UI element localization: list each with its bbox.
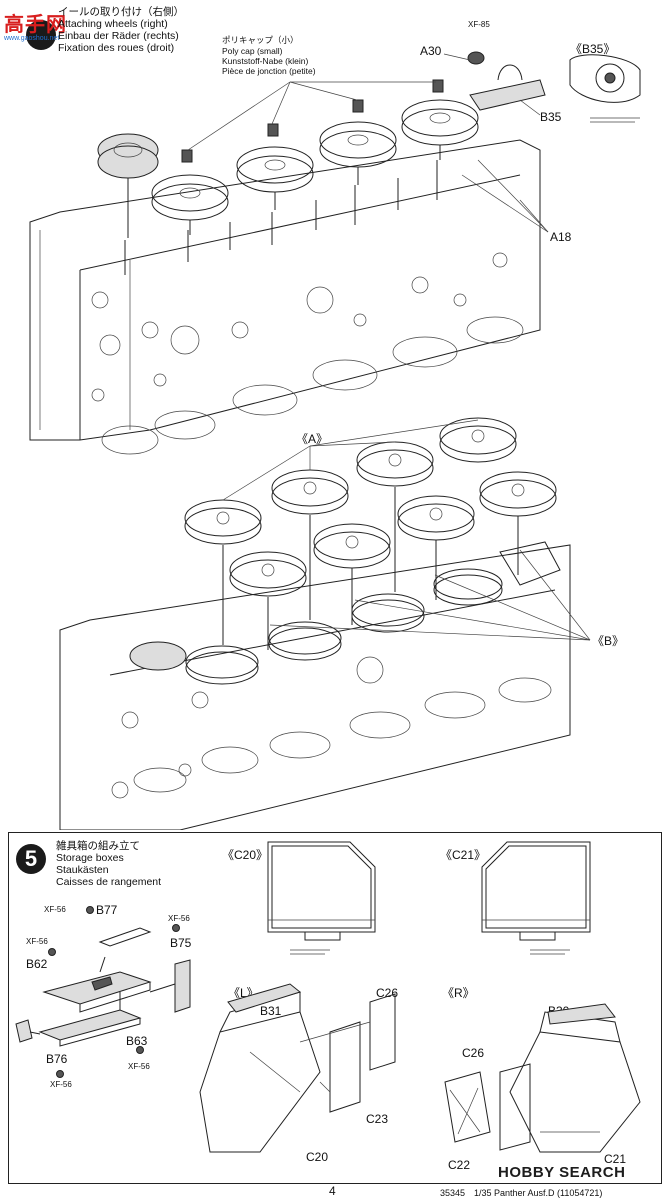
polycap-en: Poly cap (small) [222, 46, 283, 56]
paint-xf85-label: XF-85 [468, 20, 490, 29]
part-c21-label: C21 [604, 1152, 627, 1166]
step4-number-circle [26, 20, 56, 50]
step5-title-fr: Caisses de rangement [56, 876, 162, 888]
group-a-label: 《A》 [296, 432, 329, 446]
upper-hull-drawing [29, 139, 541, 455]
watermark-sub: www.gaoshou.net [4, 35, 60, 42]
xf56-label-4: XF-56 [128, 1062, 150, 1071]
step4-title-fr: Fixation des roues (droit) [58, 42, 175, 54]
paint-markers [48, 906, 180, 1078]
c20-frame [267, 841, 376, 955]
b35-assembly [443, 51, 641, 233]
part-b35-detail-label: 《B35》 [570, 42, 616, 56]
step4-title-jp: イールの取り付け（右側） [58, 6, 184, 18]
part-b35-label: B35 [540, 110, 562, 124]
part-b77-label: B77 [96, 903, 118, 917]
watermark: 高手网 www.gaoshou.net [4, 8, 67, 42]
lower-wheels [184, 417, 591, 650]
part-c20-label: C20 [306, 1150, 329, 1164]
part-b31-label: B31 [260, 1004, 282, 1018]
part-b62-label: B62 [26, 957, 48, 971]
step5-title: 雑具箱の組み立て Storage boxes Staukästen Caisse… [56, 840, 161, 888]
part-c23-label: C23 [366, 1112, 389, 1126]
footer-brand: HOBBY SEARCH [498, 1164, 626, 1181]
c20-detail-label: 《C20》 [222, 848, 269, 862]
xf56-label-3: XF-56 [26, 937, 48, 946]
step5-title-de: Staukästen [56, 864, 109, 876]
part-a18-label: A18 [550, 230, 572, 244]
step5-illustration [15, 841, 641, 1153]
step4-title: イールの取り付け（右側） Attaching wheels (right) Ei… [58, 6, 184, 54]
xf56-label-1: XF-56 [44, 905, 66, 914]
upper-wheels [97, 79, 479, 238]
r-side-label: 《R》 [442, 986, 475, 1000]
part-c26-left-label: C26 [376, 986, 399, 1000]
footer-code: 35345 [440, 1188, 466, 1198]
step5-title-jp: 雑具箱の組み立て [56, 840, 140, 852]
c21-frame [481, 841, 591, 955]
wheel-sprocket [97, 133, 159, 179]
polycap-de: Kunststoff-Nabe (klein) [222, 56, 309, 66]
right-storage-box [444, 1003, 641, 1153]
part-b76-label: B76 [46, 1052, 68, 1066]
part-c26-right-label: C26 [462, 1046, 485, 1060]
left-storage-box [199, 983, 396, 1153]
polycap-callout: ポリキャップ（小） Poly cap (small) Kunststoff-Na… [222, 34, 316, 76]
step4-title-en: Attaching wheels (right) [58, 18, 168, 30]
part-a30-label: A30 [420, 44, 442, 58]
xf56-label-5: XF-56 [50, 1080, 72, 1089]
step4-illustration [29, 51, 641, 830]
lower-hull-drawing [59, 541, 571, 830]
footer-page-number: 4 [329, 1184, 336, 1198]
footer-model: 1/35 Panther Ausf.D (11054721) [474, 1188, 603, 1198]
part-c22-label: C22 [448, 1158, 471, 1172]
step5-panel [8, 832, 662, 1184]
part-b63-label: B63 [126, 1034, 148, 1048]
polycap-fr: Pièce de jonction (petite) [222, 66, 316, 76]
group-b-label: 《B》 [592, 634, 625, 648]
step4-title-de: Einbau der Räder (rechts) [58, 30, 179, 42]
part-b75-label: B75 [170, 936, 192, 950]
step5-title-en: Storage boxes [56, 852, 124, 864]
step5-number-circle: 5 [16, 844, 46, 874]
c21-detail-label: 《C21》 [440, 848, 487, 862]
polycap-jp: ポリキャップ（小） [222, 35, 299, 45]
watermark-text: 高手网 [4, 14, 67, 36]
xf56-label-2: XF-56 [168, 914, 190, 923]
small-assembly [15, 927, 191, 1047]
